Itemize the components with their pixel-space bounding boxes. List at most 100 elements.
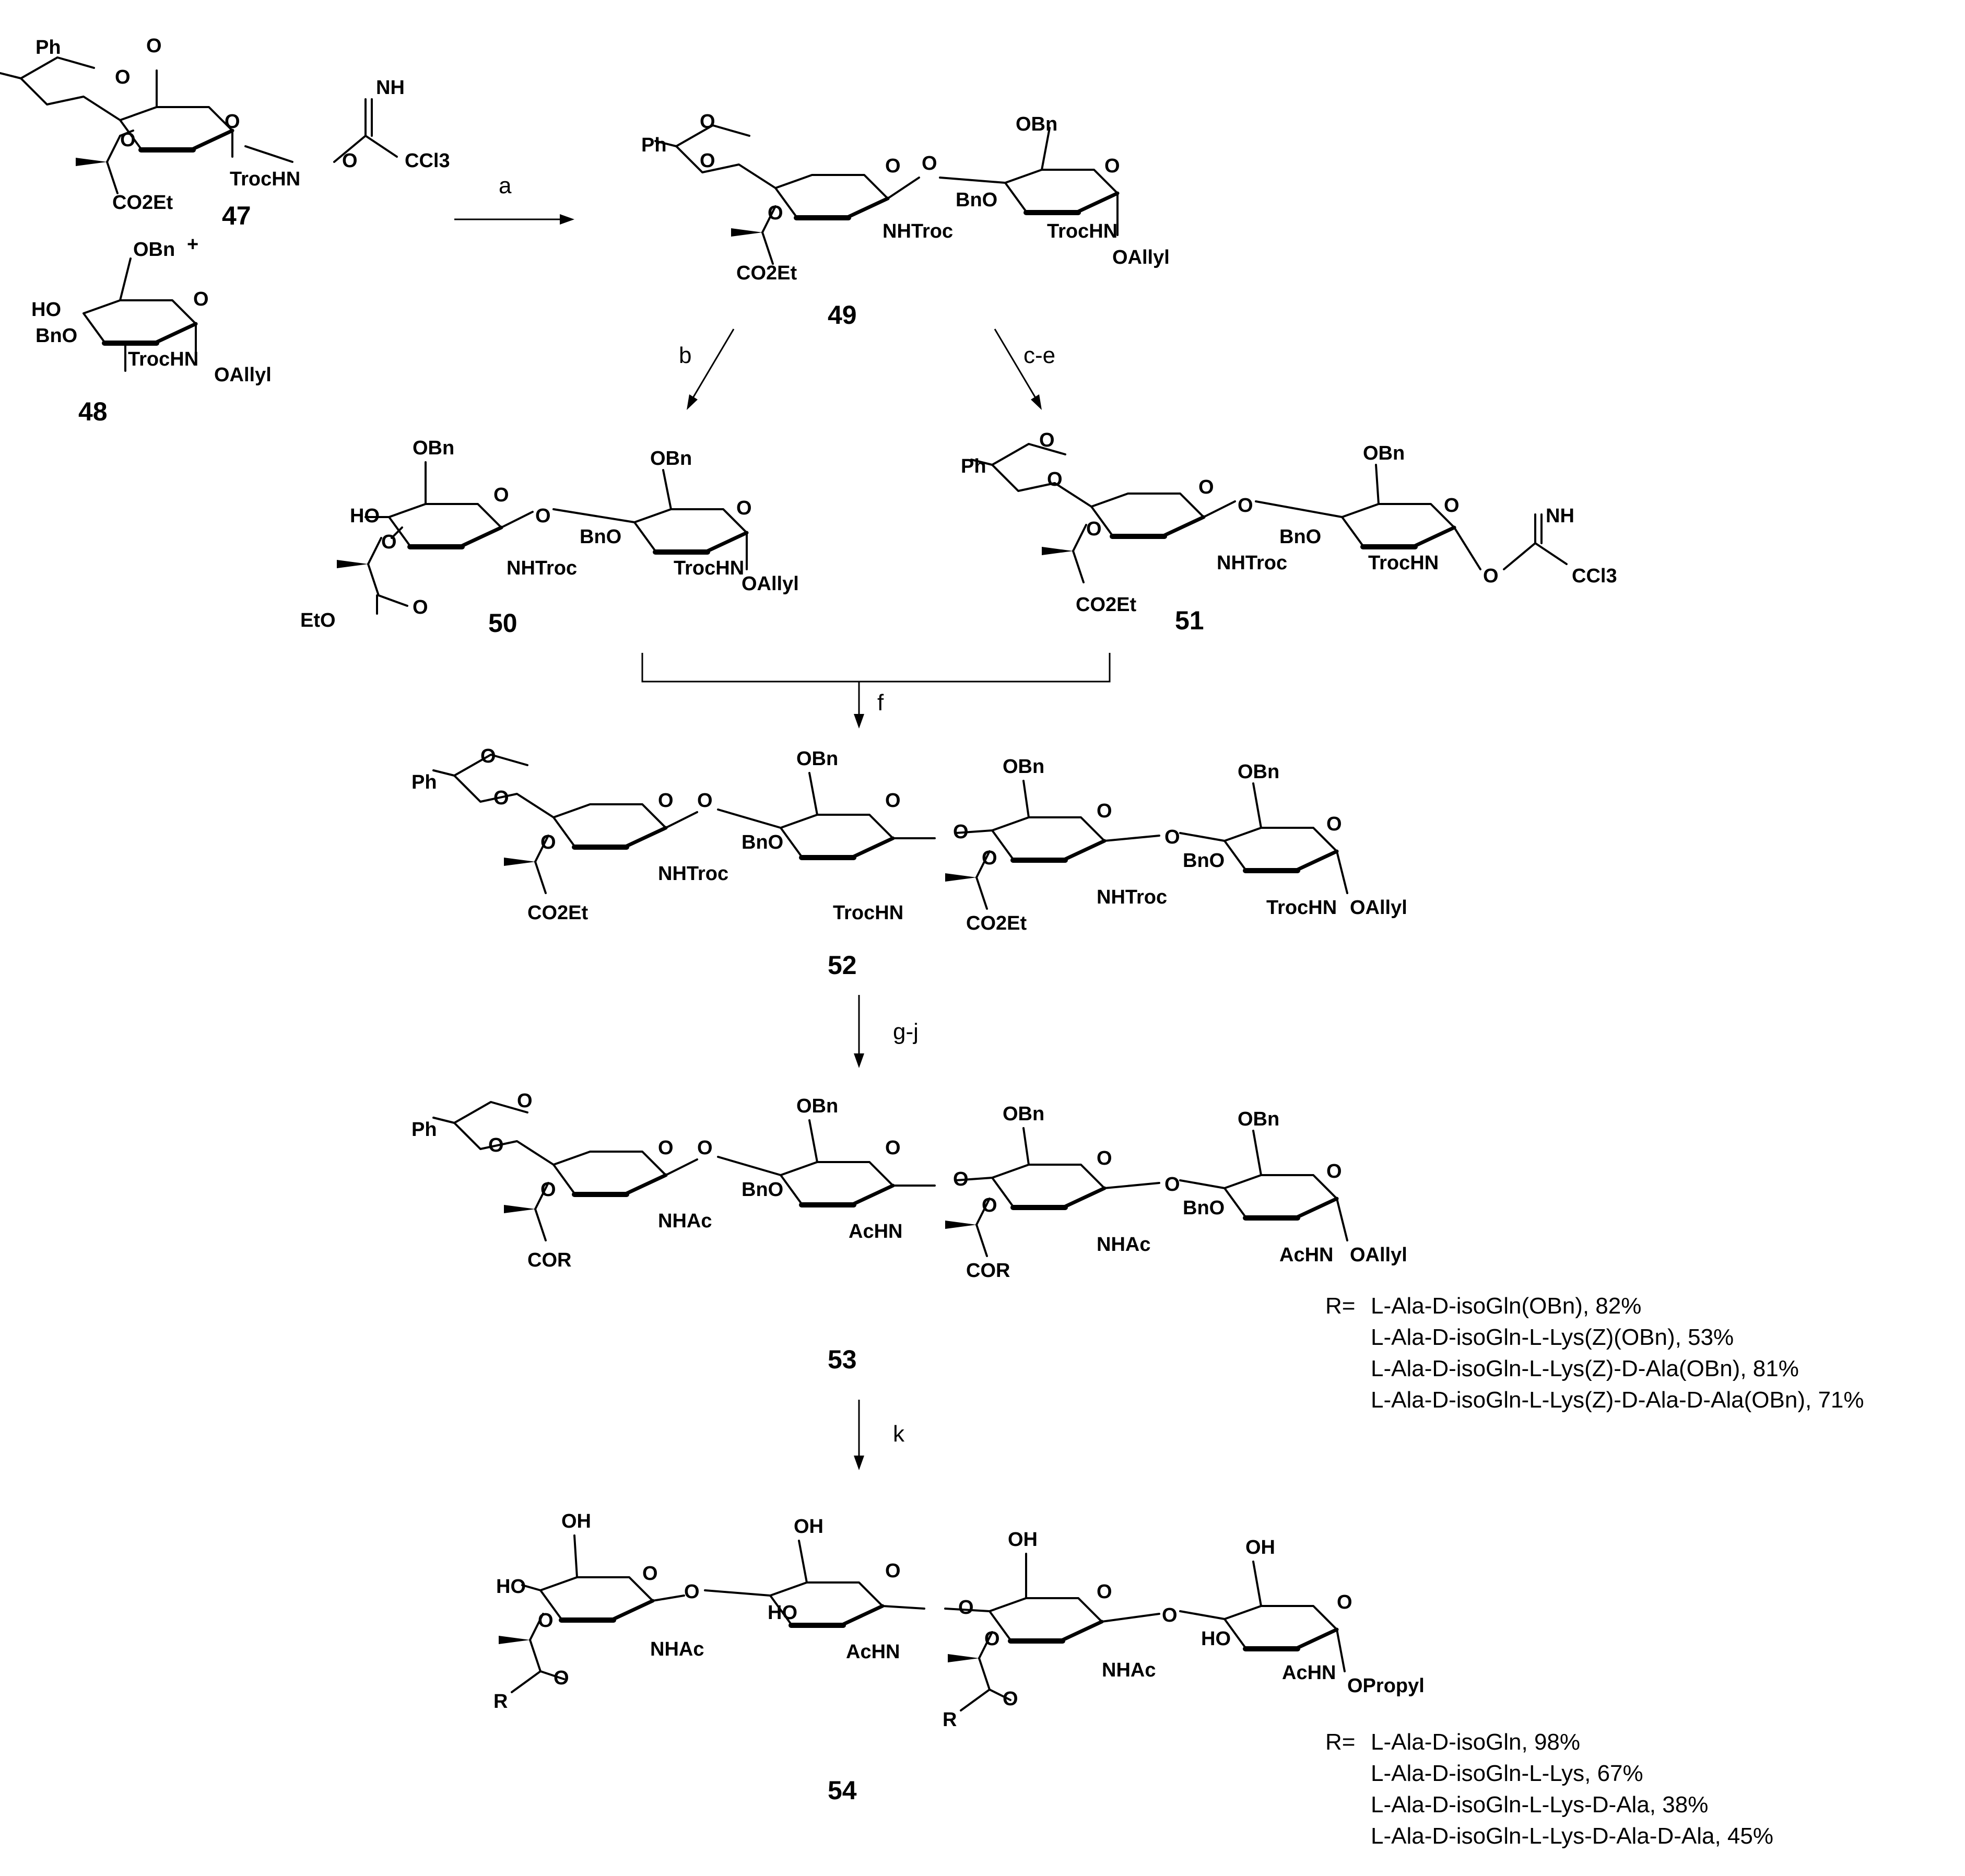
glycosidic-oxygen-label: O bbox=[1164, 1174, 1180, 1195]
glycosidic-oxygen-label: O bbox=[922, 153, 937, 174]
acetamido-label: AcHN bbox=[849, 1221, 902, 1242]
ring-oxygen-label: O bbox=[517, 1090, 533, 1112]
imine-label: NH bbox=[376, 77, 405, 99]
ring-oxygen-label: O bbox=[1047, 468, 1063, 490]
ester-label: CO2Et bbox=[736, 262, 797, 284]
benzyloxy-label: OBn bbox=[1238, 761, 1279, 783]
r-group-item: L-Ala-D-isoGln-L-Lys(Z)-D-Ala-D-Ala(OBn)… bbox=[1371, 1387, 1864, 1413]
compound-52: Ph O O O O O CO2Et NHTroc OBn BnO O Troc… bbox=[411, 745, 1407, 980]
troc-carbamate-label: NHTroc bbox=[1097, 886, 1167, 908]
step-label-g-j: g-j bbox=[893, 1019, 919, 1045]
arrow-step-a: a bbox=[454, 173, 574, 225]
step-label-a: a bbox=[499, 173, 512, 198]
hydroxyl-label: OH bbox=[794, 1516, 823, 1538]
r-group-list-54: R= L-Ala-D-isoGln, 98% L-Ala-D-isoGln-L-… bbox=[1325, 1729, 1773, 1849]
ester-label: CO2Et bbox=[966, 912, 1027, 934]
ring-oxygen-label: O bbox=[1039, 429, 1055, 451]
compound-number-47: 47 bbox=[222, 201, 251, 230]
ether-oxygen-label: O bbox=[1086, 518, 1102, 540]
ester-label: CO2Et bbox=[1076, 594, 1136, 616]
benzyloxy-label: BnO bbox=[1279, 526, 1321, 548]
propyloxy-label: OPropyl bbox=[1347, 1675, 1425, 1697]
benzyloxy-label: OBn bbox=[1003, 756, 1044, 778]
r-group-item: L-Ala-D-isoGln, 98% bbox=[1371, 1729, 1580, 1755]
compound-number-54: 54 bbox=[828, 1776, 857, 1805]
ether-oxygen-label: O bbox=[984, 1628, 1000, 1650]
hydroxyl-label: HO bbox=[496, 1576, 526, 1598]
ring-oxygen-label: O bbox=[480, 745, 496, 767]
acetamido-label: AcHN bbox=[846, 1641, 900, 1663]
compound-49: Ph O O O O O O OBn BnO CO2Et NHTroc Troc… bbox=[641, 111, 1170, 330]
troc-amine-label: TrocHN bbox=[1047, 220, 1117, 242]
benzyloxy-label: OBn bbox=[133, 239, 175, 261]
r-group-item: L-Ala-D-isoGln(OBn), 82% bbox=[1371, 1293, 1641, 1319]
ether-oxygen-label: O bbox=[540, 831, 556, 853]
glycosidic-oxygen-label: O bbox=[697, 790, 713, 812]
hydroxyl-label: OH bbox=[561, 1510, 591, 1532]
trichloromethyl-label: CCl3 bbox=[1572, 565, 1617, 587]
step-label-b: b bbox=[679, 343, 691, 368]
ethoxy-label: EtO bbox=[300, 609, 336, 631]
ring-oxygen-label: O bbox=[885, 790, 901, 812]
ring-oxygen-label: O bbox=[642, 1563, 658, 1585]
glycosidic-oxygen-label: O bbox=[958, 1597, 974, 1619]
r-group-list-53: R= L-Ala-D-isoGln(OBn), 82% L-Ala-D-isoG… bbox=[1325, 1293, 1864, 1413]
ether-oxygen-label: O bbox=[342, 150, 358, 172]
ester-label: CO2Et bbox=[112, 192, 173, 214]
phenyl-label: Ph bbox=[36, 37, 61, 58]
glycosidic-oxygen-label: O bbox=[1164, 826, 1180, 848]
ring-oxygen-label: O bbox=[658, 790, 674, 812]
hydroxyl-label: HO bbox=[31, 299, 61, 321]
troc-amine-label: TrocHN bbox=[1368, 552, 1439, 574]
ring-oxygen-label: O bbox=[1444, 495, 1460, 517]
compound-54: OH HO O O O R NHAc O OH HO O AcHN O OH O… bbox=[493, 1510, 1425, 1805]
troc-carbamate-label: NHTroc bbox=[507, 557, 577, 579]
r-label: R bbox=[943, 1709, 957, 1731]
glycosidic-oxygen-label: O bbox=[1162, 1604, 1178, 1626]
ring-oxygen-label: O bbox=[700, 111, 715, 133]
hydroxyl-label: OH bbox=[1245, 1537, 1275, 1558]
compound-number-49: 49 bbox=[828, 300, 857, 330]
hydroxyl-label: HO bbox=[1201, 1628, 1231, 1650]
compound-47: Ph O O O O O NH CCl3 CO2Et TrocHN 47 bbox=[0, 35, 450, 230]
acyl-r-label: COR bbox=[966, 1260, 1010, 1282]
compound-53: Ph O O O O O COR NHAc OBn BnO O AcHN O O… bbox=[411, 1090, 1407, 1374]
compound-number-48: 48 bbox=[78, 397, 108, 426]
step-label-c-e: c-e bbox=[1023, 343, 1055, 368]
ether-oxygen-label: O bbox=[538, 1610, 554, 1632]
benzyloxy-label: BnO bbox=[1183, 1197, 1225, 1219]
ester-label: CO2Et bbox=[527, 902, 588, 924]
acyl-r-label: COR bbox=[527, 1249, 571, 1271]
acetamido-label: NHAc bbox=[650, 1638, 704, 1660]
benzyloxy-label: OBn bbox=[1238, 1108, 1279, 1130]
allyloxy-label: OAllyl bbox=[1112, 247, 1170, 268]
r-group-item: L-Ala-D-isoGln-L-Lys(Z)-D-Ala(OBn), 81% bbox=[1371, 1356, 1799, 1381]
ring-oxygen-label: O bbox=[1326, 813, 1342, 835]
benzyloxy-label: OBn bbox=[1016, 113, 1057, 135]
ether-oxygen-label: O bbox=[982, 847, 997, 869]
ring-oxygen-label: O bbox=[885, 1137, 901, 1159]
arrow-step-c-e: c-e bbox=[994, 329, 1055, 410]
acetamido-label: AcHN bbox=[1282, 1662, 1336, 1684]
benzyloxy-label: OBn bbox=[1363, 442, 1405, 464]
ring-oxygen-label: O bbox=[488, 1134, 504, 1156]
carbonyl-oxygen-label: O bbox=[413, 596, 428, 618]
troc-carbamate-label: NHTroc bbox=[883, 220, 953, 242]
ring-oxygen-label: O bbox=[736, 497, 752, 519]
glycosidic-oxygen-label: O bbox=[535, 505, 551, 527]
compound-48: OBn + O HO BnO TrocHN OAllyl 48 bbox=[31, 233, 272, 426]
step-label-k: k bbox=[893, 1421, 905, 1447]
acetamido-label: NHAc bbox=[658, 1210, 712, 1232]
acetamido-label: NHAc bbox=[1097, 1234, 1150, 1256]
hydroxyl-label: HO bbox=[768, 1602, 797, 1624]
plus-sign: + bbox=[187, 233, 198, 255]
glycosidic-oxygen-label: O bbox=[953, 821, 969, 843]
glycosidic-oxygen-label: O bbox=[1238, 495, 1253, 517]
troc-amine-label: TrocHN bbox=[833, 902, 903, 924]
allyloxy-label: OAllyl bbox=[214, 364, 272, 386]
ether-oxygen-label: O bbox=[768, 202, 783, 224]
r-group-item: L-Ala-D-isoGln-L-Lys-D-Ala, 38% bbox=[1371, 1792, 1708, 1818]
ring-oxygen-label: O bbox=[1337, 1591, 1352, 1613]
ether-oxygen-label: O bbox=[982, 1194, 997, 1216]
